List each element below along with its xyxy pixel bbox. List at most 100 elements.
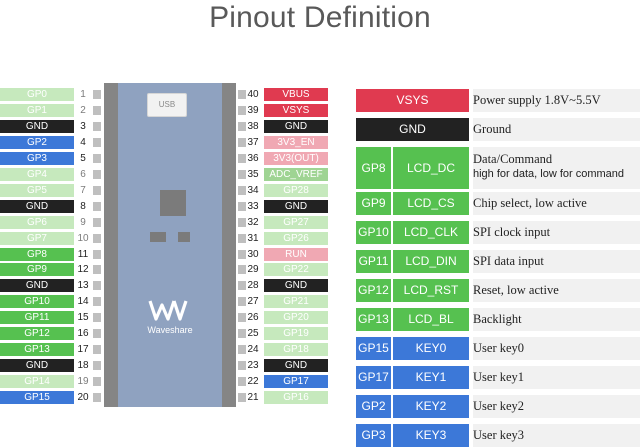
legend-description: Data/Command high for data, low for comma… [473,147,640,189]
pin-header-stub [93,377,101,387]
pin-header-stub [93,233,101,243]
right-pin-number: 33 [247,200,259,212]
right-pin-label: GND [264,279,328,293]
right-pin-label: GP19 [264,327,328,341]
right-pin-number: 40 [247,89,259,100]
pin-header-stub [238,345,246,355]
legend-gpio: GP17 [356,366,391,389]
legend-gpio: GP3 [356,424,391,447]
left-pin-label: GND [0,279,74,293]
pin-header-stub [93,90,101,99]
left-pin-number: 9 [80,216,86,228]
right-pin-number: 29 [247,264,259,276]
left-pin-number: 18 [77,360,89,372]
legend-pin-name: KEY3 [393,424,469,447]
pin-header-stub [238,361,246,371]
legend-description-line: Data/Command [473,152,553,166]
page-title: Pinout Definition [209,1,431,34]
legend-pin-name: LCD_DC [393,147,469,189]
right-pin-number: 35 [247,168,259,180]
right-pin-label: GP18 [264,343,328,357]
pin-header-stub [93,313,101,323]
component-icon [150,232,166,242]
left-pin-number: 15 [77,312,89,324]
pin-header-stub [238,233,246,243]
left-pin-number: 7 [80,184,86,196]
chip-icon [160,190,186,216]
right-pin-number: 27 [247,296,259,308]
right-pin-label: GP27 [264,215,328,229]
pin-header-stub [93,361,101,371]
right-pin-number: 30 [247,248,259,260]
pin-header-stub [238,217,246,227]
legend-pin-name: LCD_DIN [393,250,469,273]
left-pin-label: GP14 [0,375,74,389]
right-pin-number: 31 [247,232,259,244]
left-pin-label: GP4 [0,167,74,181]
right-pin-label: GP28 [264,183,328,197]
right-pin-number: 32 [247,216,259,228]
right-pin-number: 39 [247,104,259,116]
left-pin-label: GP2 [0,135,74,149]
pin-header-stub [93,169,101,179]
pin-header-stub [93,121,101,131]
left-pin-number: 1 [80,89,86,100]
pin-header-stub [93,393,101,403]
left-pin-number: 8 [80,200,86,212]
left-pin-number: 17 [77,344,89,356]
right-pin-number: 24 [247,344,259,356]
left-pin-number: 10 [77,232,89,244]
right-pin-number: 34 [247,184,259,196]
right-pin-number: 23 [247,360,259,372]
left-pin-header [104,83,118,407]
legend-description-detail: high for data, low for command [473,168,625,180]
legend-pin-name: LCD_CLK [393,221,469,244]
pin-header-stub [238,185,246,195]
pin-header-stub [238,281,246,291]
pin-header-stub [238,169,246,179]
pin-header-stub [238,105,246,115]
left-pin-label: GP1 [0,103,74,117]
pin-header-stub [93,137,101,147]
left-pin-label: GP6 [0,215,74,229]
legend-description: Chip select, low active [473,192,640,215]
legend-pin-name: KEY0 [393,337,469,360]
pin-header-stub [238,90,246,99]
right-pin-number: 22 [247,376,259,388]
right-pin-label: GND [264,359,328,373]
right-pin-label: GP17 [264,375,328,389]
pin-header-stub [93,153,101,163]
pin-header-stub [238,265,246,275]
pin-header-stub [238,377,246,387]
legend-pin-name: LCD_RST [393,279,469,302]
pin-header-stub [93,297,101,307]
right-pin-number: 28 [247,280,259,292]
pin-header-stub [93,249,101,259]
legend-pin-name: KEY1 [393,366,469,389]
right-pin-label: RUN [264,247,328,261]
legend-description: Reset, low active [473,279,640,302]
board-pcb [110,83,228,407]
pin-header-stub [93,217,101,227]
left-pin-number: 2 [80,104,86,116]
right-pin-number: 21 [247,392,259,404]
pin-header-stub [238,313,246,323]
legend-gpio: GP15 [356,337,391,360]
legend-gpio: GP9 [356,192,391,215]
right-pin-number: 26 [247,312,259,324]
brand-label: Waveshare [147,325,193,335]
legend-description: Backlight [473,308,640,331]
right-pin-number: 38 [247,120,259,132]
right-pin-label: GND [264,119,328,133]
pin-header-stub [93,201,101,211]
legend-pin-name: VSYS [356,89,469,112]
pin-header-stub [93,281,101,291]
